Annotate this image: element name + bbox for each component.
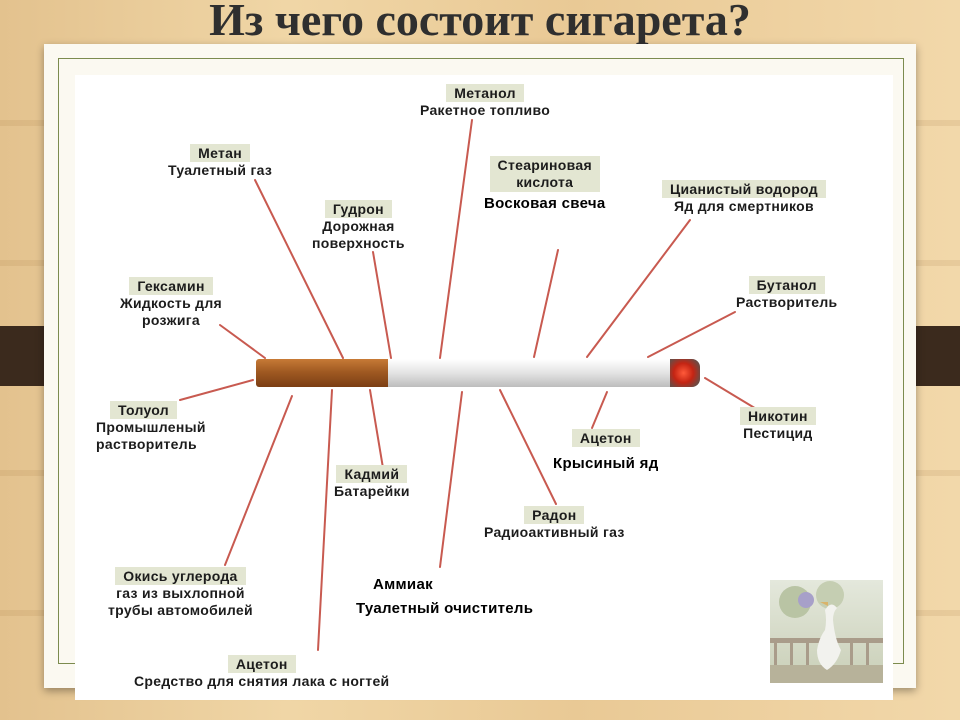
component-desc: Туалетный очиститель xyxy=(356,600,534,617)
component-desc: Растворитель xyxy=(736,294,838,310)
label-nicotine: Никотин Пестицид xyxy=(740,407,816,442)
component-name: Толуол xyxy=(110,401,177,419)
connector-hcn xyxy=(586,219,691,358)
connector-methanol xyxy=(439,119,473,359)
connector-toluene xyxy=(179,379,254,401)
connector-methane xyxy=(254,179,344,359)
connector-hexamine xyxy=(219,324,266,359)
component-desc: Батарейки xyxy=(334,483,410,499)
component-name: Гексамин xyxy=(129,277,213,295)
connector-nicotine xyxy=(704,377,759,411)
cigarette-burning-tip xyxy=(670,359,700,387)
component-desc: поверхность xyxy=(312,235,405,251)
label-methane: Метан Туалетный газ xyxy=(168,144,272,179)
label-methanol: Метанол Ракетное топливо xyxy=(420,84,550,119)
component-desc: Крысиный яд xyxy=(553,455,659,472)
component-name: Аммиак xyxy=(373,576,433,593)
label-radon: Радон Радиоактивный газ xyxy=(484,506,625,541)
connector-acetone2 xyxy=(317,389,333,651)
decorative-bird-photo xyxy=(770,580,883,683)
component-desc: Дорожная xyxy=(322,218,395,234)
component-desc: Восковая свеча xyxy=(484,195,606,212)
component-desc: Радиоактивный газ xyxy=(484,524,625,540)
label-ammonia: Аммиак Туалетный очиститель xyxy=(356,573,533,621)
component-name: Стеариновая кислота xyxy=(489,156,600,192)
connector-ammonia xyxy=(439,391,463,568)
cigarette-paper xyxy=(388,359,674,387)
label-toluene: Толуол Промышленый растворитель xyxy=(96,401,206,453)
connector-tar xyxy=(372,251,392,359)
label-tar: Гудрон Дорожная поверхность xyxy=(312,200,405,252)
component-desc: Жидкость для xyxy=(120,295,223,311)
label-acetone-rat-poison: Ацетон Крысиный яд xyxy=(553,429,659,472)
connector-butanol xyxy=(647,311,736,358)
label-butanol: Бутанол Растворитель xyxy=(736,276,837,311)
component-desc: Яд для смертников xyxy=(673,198,814,214)
label-hydrogen-cyanide: Цианистый водород Яд для смертников xyxy=(662,180,826,215)
cigarette-filter xyxy=(256,359,388,387)
connector-acetone1 xyxy=(591,391,608,429)
diagram-area xyxy=(75,75,893,700)
component-name: Ацетон xyxy=(227,655,296,673)
label-cadmium: Кадмий Батарейки xyxy=(334,465,410,500)
label-stearic-acid: Стеариновая кислота Восковая свеча xyxy=(484,156,605,212)
label-hexamine: Гексамин Жидкость для розжига xyxy=(120,277,222,329)
label-acetone-nail-polish: Ацетон Средство для снятия лака с ногтей xyxy=(134,655,389,690)
component-name: Гудрон xyxy=(324,200,392,218)
component-desc: Туалетный газ xyxy=(168,162,273,178)
component-desc: Средство для снятия лака с ногтей xyxy=(134,673,390,689)
component-name: Цианистый водород xyxy=(662,180,826,198)
component-name: Ацетон xyxy=(571,429,640,447)
component-desc: Ракетное топливо xyxy=(420,102,551,118)
component-desc: трубы автомобилей xyxy=(108,602,253,618)
component-name: Бутанол xyxy=(748,276,825,294)
component-name: Никотин xyxy=(740,407,816,425)
component-desc: Пестицид xyxy=(743,425,813,441)
component-desc: Промышленый xyxy=(96,419,206,435)
connector-co xyxy=(224,395,293,566)
component-desc: растворитель xyxy=(96,436,197,452)
label-carbon-monoxide: Окись углерода газ из выхлопной трубы ав… xyxy=(108,567,253,619)
connector-radon xyxy=(499,389,557,505)
component-name: Кадмий xyxy=(336,465,408,483)
component-desc: розжига xyxy=(142,312,200,328)
component-name: Метанол xyxy=(446,84,524,102)
page-title: Из чего состоит сигарета? xyxy=(209,0,751,45)
component-desc: газ из выхлопной xyxy=(116,585,245,601)
component-name: Метан xyxy=(190,144,250,162)
component-name: Радон xyxy=(524,506,585,524)
component-name: Окись углерода xyxy=(115,567,246,585)
connector-cadmium xyxy=(369,389,384,469)
connector-stearic xyxy=(533,249,559,358)
